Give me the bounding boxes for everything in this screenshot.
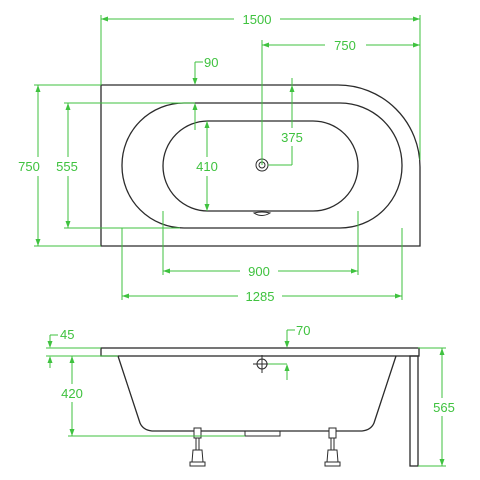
tub-body-side xyxy=(117,355,397,432)
dim-inner-width: 555 xyxy=(56,159,78,174)
tub-outer-contour xyxy=(100,84,421,247)
overflow-icon xyxy=(252,211,272,216)
top-view xyxy=(100,84,421,247)
tub-rim-side xyxy=(100,347,420,357)
dim-overall-width: 750 xyxy=(18,159,40,174)
dim-right-part-length: 750 xyxy=(334,38,356,53)
dim-rim-width: 90 xyxy=(204,55,218,70)
side-view-dimensions: 45 70 420 565 xyxy=(46,323,455,467)
dim-rim-height: 45 xyxy=(60,327,74,342)
side-view xyxy=(100,347,420,467)
foot-right xyxy=(324,427,341,467)
tub-panel-side xyxy=(409,355,419,467)
foot-left xyxy=(189,427,206,467)
dim-basin-width: 410 xyxy=(196,159,218,174)
dim-overall-length: 1500 xyxy=(243,12,272,27)
dim-drain-offset: 375 xyxy=(281,130,303,145)
tub-basin xyxy=(162,120,359,212)
top-view-dimensions: 1500 750 90 750 555 xyxy=(18,12,421,304)
dim-inner-depth: 420 xyxy=(61,386,83,401)
dim-inner-length: 1285 xyxy=(246,289,275,304)
dim-basin-length: 900 xyxy=(248,264,270,279)
dim-overflow-height: 70 xyxy=(296,323,310,338)
dim-total-height: 565 xyxy=(433,400,455,415)
